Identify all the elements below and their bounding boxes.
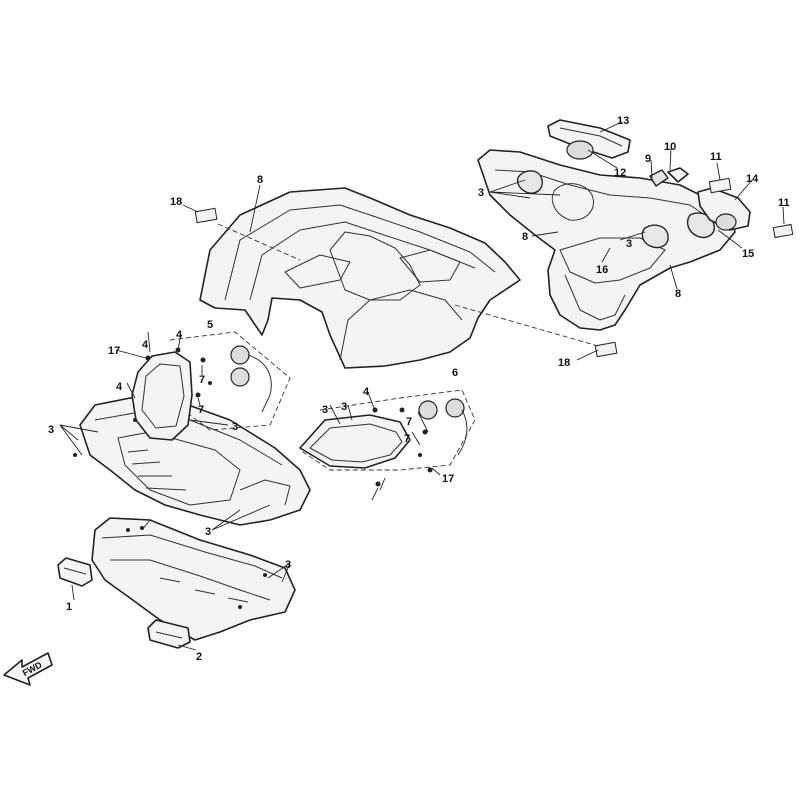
callout-16: 16 — [596, 264, 608, 276]
callout-18-top: 18 — [170, 196, 182, 208]
front-bumper — [91, 517, 296, 641]
callout-3-front-center: 3 — [205, 526, 211, 538]
callout-11-top: 11 — [710, 151, 722, 163]
callout-17-left: 17 — [108, 345, 120, 357]
callout-1: 1 — [66, 601, 72, 613]
callout-3-rear-center: 3 — [626, 238, 632, 250]
fog-light-right — [147, 619, 191, 649]
callout-17-right: 17 — [442, 473, 454, 485]
callout-18-bottom: 18 — [558, 357, 570, 369]
sticker-11-right — [772, 223, 794, 239]
tail-light — [547, 119, 631, 160]
sticker-18-bottom — [594, 341, 618, 358]
callout-2: 2 — [196, 651, 202, 663]
callout-8-rear-right: 8 — [675, 288, 681, 300]
sticker-18-top — [194, 207, 218, 224]
front-body-panel — [79, 397, 311, 526]
callout-3-rear: 3 — [478, 187, 484, 199]
callout-13: 13 — [617, 115, 629, 127]
callout-8-top: 8 — [257, 174, 263, 186]
callout-7-right-top: 7 — [406, 416, 412, 428]
callout-3-front-left: 3 — [48, 424, 54, 436]
rear-body-panel — [477, 149, 736, 331]
fog-light-left — [57, 557, 93, 587]
rear-fender-panel — [199, 187, 521, 369]
callout-4-left-mid: 4 — [176, 329, 183, 341]
headlight-housing-right — [299, 389, 476, 471]
sticker-11-top — [708, 177, 732, 194]
leader-lines — [59, 121, 785, 651]
callout-15: 15 — [742, 248, 754, 260]
callout-4-left-top: 4 — [142, 339, 149, 351]
callout-4-left-lower: 4 — [116, 381, 123, 393]
callout-7-right-bottom: 7 — [404, 433, 410, 445]
callout-5: 5 — [207, 319, 213, 331]
fwd-arrow-icon: FWD — [3, 652, 53, 686]
callout-12: 12 — [614, 167, 626, 179]
callout-14: 14 — [746, 173, 759, 185]
fasteners — [73, 347, 433, 609]
callout-7-left-bottom: 7 — [198, 404, 204, 416]
callout-11-right: 11 — [778, 197, 790, 209]
callout-3-bumper: 3 — [285, 559, 291, 571]
callout-3-headlight-right-b: 3 — [341, 401, 347, 413]
rear-reflector — [697, 187, 751, 231]
callout-labels: 8 18 13 12 10 9 11 14 11 15 3 8 3 16 8 1… — [48, 115, 790, 663]
callout-4-right-top: 4 — [363, 386, 370, 398]
callout-10: 10 — [664, 141, 676, 153]
callout-9: 9 — [645, 153, 651, 165]
callout-8-rear-left: 8 — [522, 231, 528, 243]
connector-parts — [649, 167, 689, 187]
callout-3-headlight-right-a: 3 — [322, 404, 328, 416]
headlight-housing-left — [131, 331, 291, 441]
callout-7-left-top: 7 — [199, 374, 205, 386]
callout-6: 6 — [452, 367, 458, 379]
callout-3-headlight-left: 3 — [232, 421, 238, 433]
